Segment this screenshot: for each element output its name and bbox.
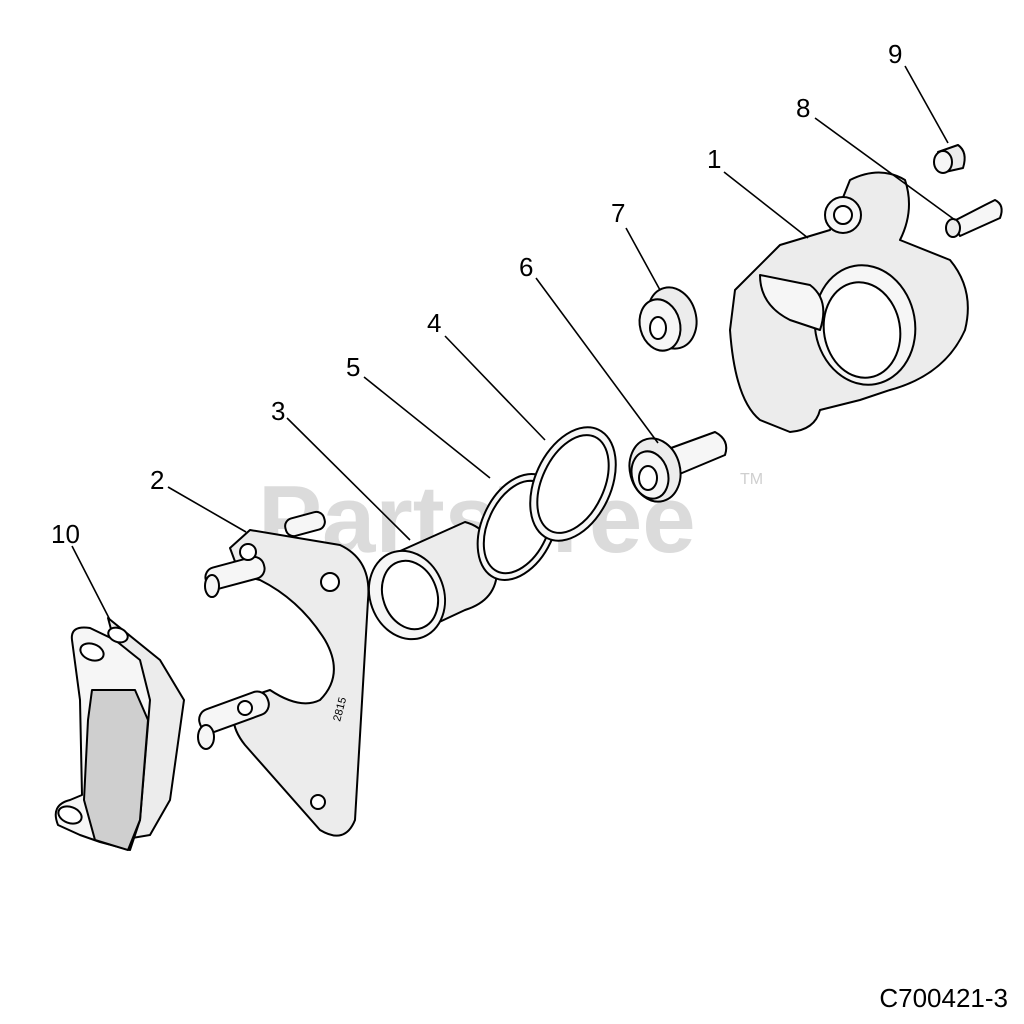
part-6-boot-pin: [628, 431, 728, 503]
callout-labels: 1 2 3 4 5 6 7 8 9 10: [51, 39, 902, 549]
leader-9: [904, 65, 949, 144]
leader-5: [363, 376, 491, 479]
watermark-tm: TM: [740, 471, 763, 488]
leader-3: [286, 417, 411, 541]
callout-1: 1: [707, 144, 721, 174]
part-8-bleeder-valve: [945, 199, 1003, 238]
part-2-caliper-bracket: 2815: [197, 510, 370, 837]
leader-2: [167, 486, 247, 533]
figure-code: C700421-3: [879, 983, 1008, 1013]
callout-9: 9: [888, 39, 902, 69]
callout-2: 2: [150, 465, 164, 495]
leader-1: [723, 171, 809, 239]
part-10-brake-pads: [54, 617, 185, 851]
callout-6: 6: [519, 252, 533, 282]
leader-lines: [71, 65, 956, 621]
callout-7: 7: [611, 198, 625, 228]
leader-8: [814, 117, 956, 221]
callout-8: 8: [796, 93, 810, 123]
callout-4: 4: [427, 308, 441, 338]
part-9-cap: [933, 144, 966, 174]
part-4-seal-ring: [529, 426, 617, 542]
callout-5: 5: [346, 352, 360, 382]
callout-3: 3: [271, 396, 285, 426]
leader-4: [444, 335, 546, 441]
leader-10: [71, 545, 111, 621]
callout-10: 10: [51, 519, 80, 549]
part-1-caliper-housing: [729, 171, 969, 433]
part-7-boot: [638, 286, 698, 352]
leader-6: [535, 277, 659, 444]
leader-7: [625, 227, 661, 291]
part-3-piston: [367, 521, 498, 641]
